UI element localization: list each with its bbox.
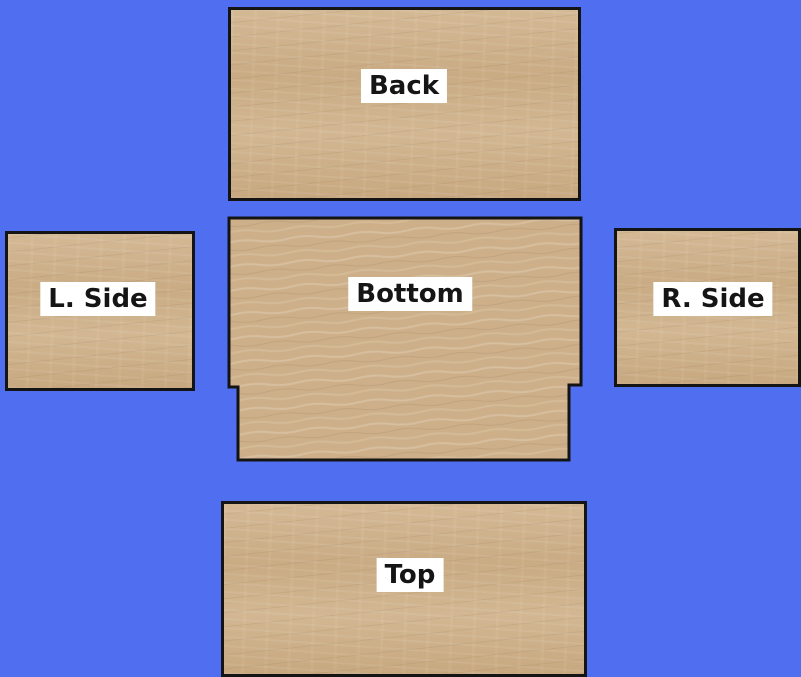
bottom-label: Bottom [348, 277, 472, 311]
right-side-label: R. Side [653, 282, 772, 316]
back-label: Back [361, 69, 447, 103]
back-panel [228, 7, 581, 201]
left-side-label: L. Side [40, 282, 155, 316]
top-label: Top [377, 558, 444, 592]
bottom-panel [226, 215, 584, 463]
